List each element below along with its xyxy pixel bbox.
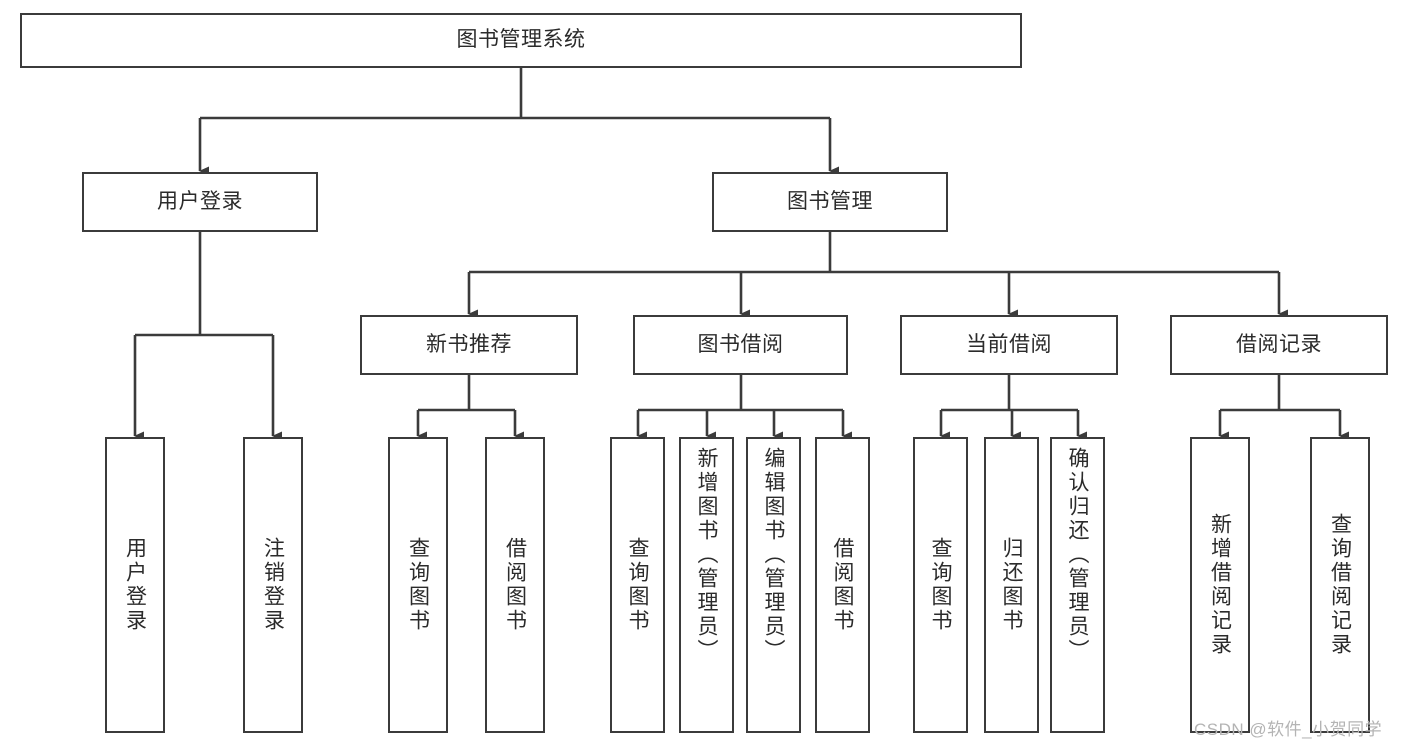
node-label: 用户登录 — [157, 189, 243, 213]
node-label: 图书借阅 — [697, 332, 784, 356]
node-label: 借阅记录 — [1236, 332, 1322, 356]
node-leaf-book-loan[interactable]: 借阅图书 — [815, 437, 870, 733]
node-label: 新书推荐 — [426, 332, 512, 356]
node-label: 借阅图书 — [831, 537, 854, 633]
node-leaf-user-logout[interactable]: 注销登录 — [243, 437, 303, 733]
node-leaf-cur-return[interactable]: 归还图书 — [984, 437, 1039, 733]
node-label: 归还图书 — [1000, 537, 1023, 633]
node-label: 新增图书（管理员） — [695, 447, 718, 663]
node-book-manage[interactable]: 图书管理 — [712, 172, 948, 232]
node-leaf-borrow-query[interactable]: 查询图书 — [610, 437, 665, 733]
node-leaf-rec-borrow[interactable]: 借阅图书 — [485, 437, 545, 733]
node-leaf-user-login[interactable]: 用户登录 — [105, 437, 165, 733]
node-root[interactable]: 图书管理系统 — [20, 13, 1022, 68]
node-label: 查询图书 — [626, 537, 649, 633]
node-label: 图书管理系统 — [456, 28, 586, 52]
node-label: 图书管理 — [787, 189, 873, 213]
node-leaf-rec-query2[interactable]: 查询借阅记录 — [1310, 437, 1370, 733]
node-leaf-cur-query[interactable]: 查询图书 — [913, 437, 968, 733]
node-label: 用户登录 — [123, 537, 147, 633]
node-user-login[interactable]: 用户登录 — [82, 172, 318, 232]
node-new-book-rec[interactable]: 新书推荐 — [360, 315, 578, 375]
node-label: 借阅图书 — [503, 537, 527, 633]
node-label: 查询图书 — [406, 537, 430, 633]
node-label: 新增借阅记录 — [1208, 513, 1232, 657]
node-leaf-rec-query[interactable]: 查询图书 — [388, 437, 448, 733]
node-label: 确认归还（管理员） — [1066, 447, 1089, 663]
node-current-borrow[interactable]: 当前借阅 — [900, 315, 1118, 375]
node-label: 注销登录 — [261, 537, 285, 633]
node-leaf-rec-add[interactable]: 新增借阅记录 — [1190, 437, 1250, 733]
node-leaf-cur-confirm[interactable]: 确认归还（管理员） — [1050, 437, 1105, 733]
node-label: 查询图书 — [929, 537, 952, 633]
node-label: 查询借阅记录 — [1328, 513, 1352, 657]
node-book-borrow[interactable]: 图书借阅 — [633, 315, 848, 375]
node-leaf-book-add[interactable]: 新增图书（管理员） — [679, 437, 734, 733]
node-label: 当前借阅 — [966, 332, 1052, 356]
node-leaf-book-edit[interactable]: 编辑图书（管理员） — [746, 437, 801, 733]
csdn-watermark: CSDN @软件_小贺同学 — [1194, 720, 1383, 739]
node-borrow-record[interactable]: 借阅记录 — [1170, 315, 1388, 375]
node-label: 编辑图书（管理员） — [762, 447, 785, 663]
